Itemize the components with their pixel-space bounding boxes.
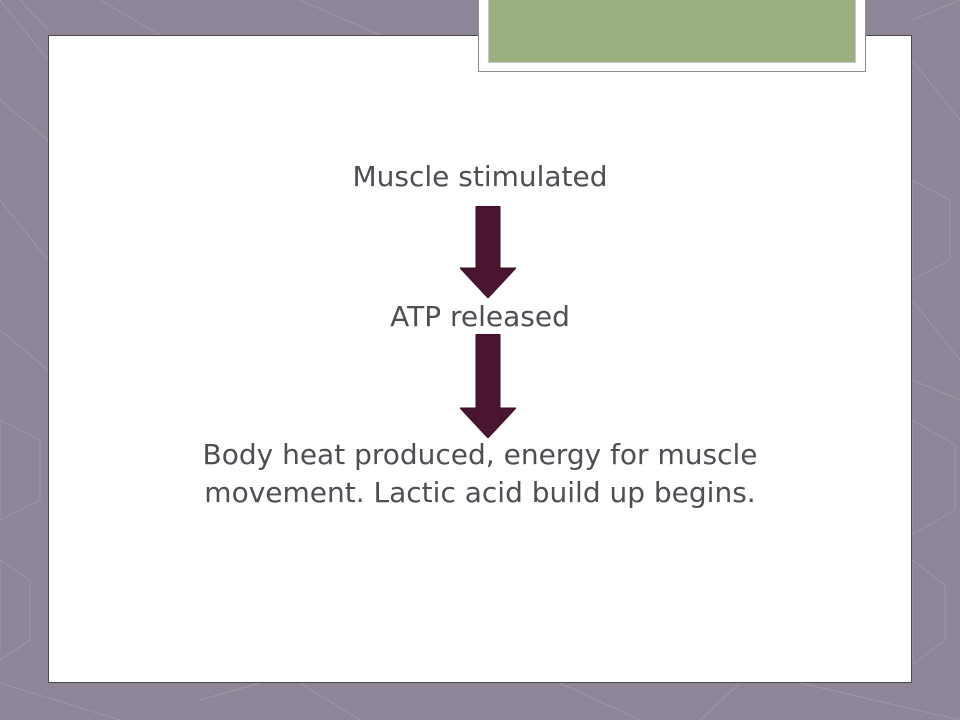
step-muscle-stimulated: Muscle stimulated	[352, 160, 608, 193]
step-atp-released: ATP released	[390, 300, 570, 333]
down-arrow-icon	[460, 334, 516, 438]
down-arrow-icon	[460, 206, 516, 298]
title-placeholder-fill	[488, 0, 856, 63]
step-body-heat-produced: Body heat produced, energy for muscle mo…	[202, 438, 758, 509]
title-placeholder-frame	[478, 0, 866, 72]
